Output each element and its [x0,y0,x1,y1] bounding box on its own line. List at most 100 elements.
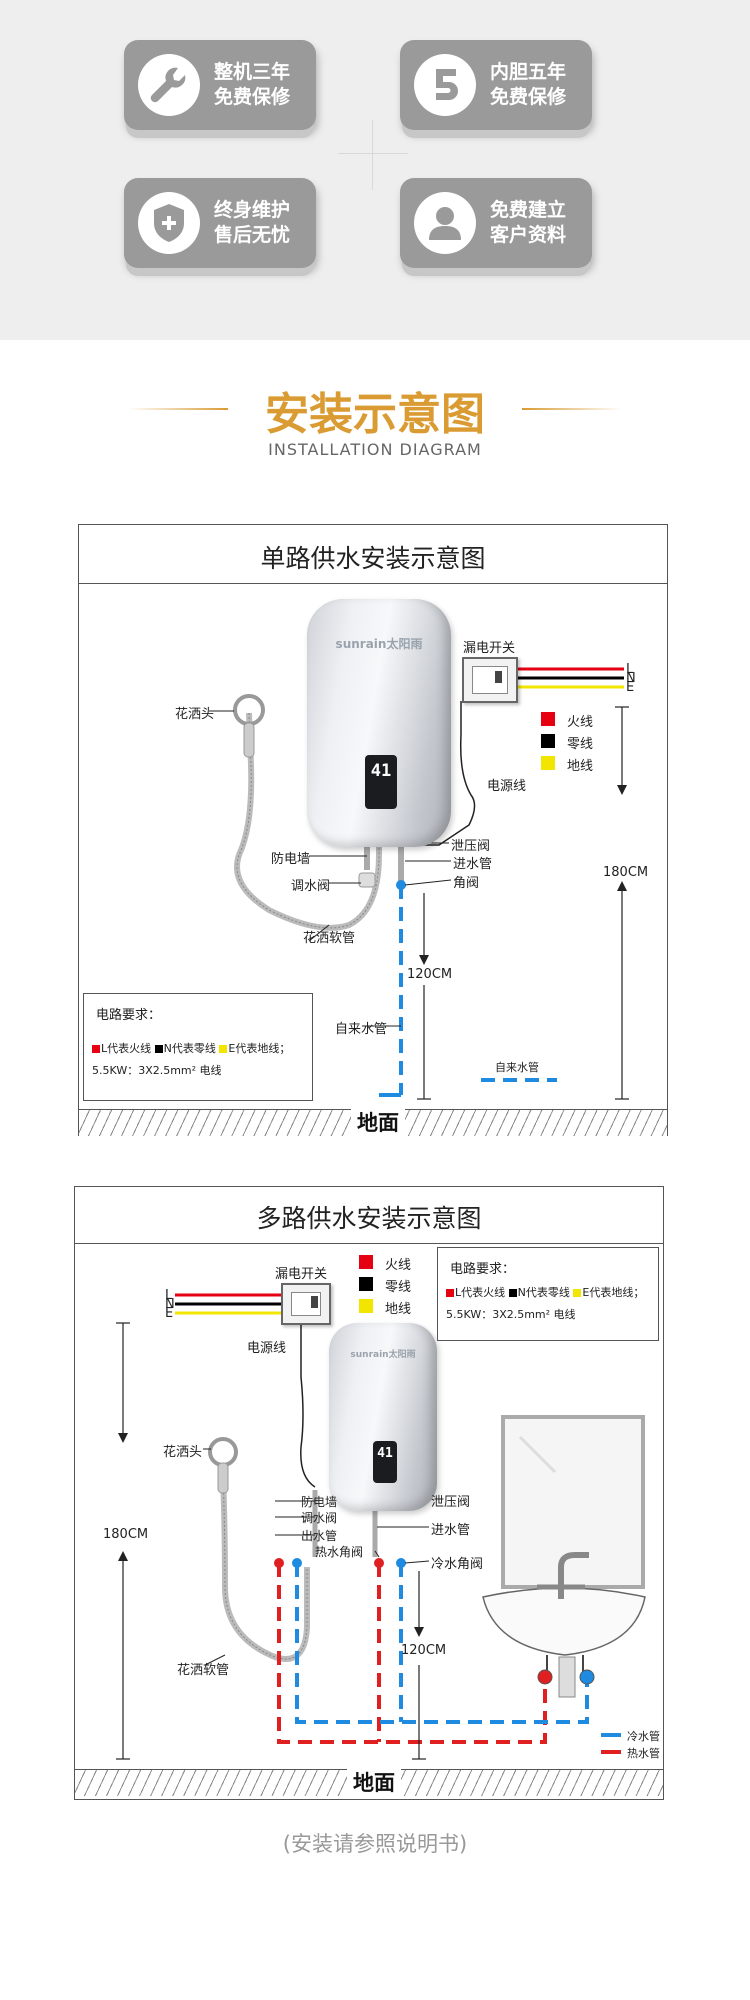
circuit-requirements: 电路要求： L代表火线 N代表零线 E代表地线； 5.5KW：3X2.5mm² … [83,993,313,1101]
label-inlet-pipe: 进水管 [453,857,493,872]
shield-plus-icon [138,192,200,254]
req-line-wires: L代表火线 N代表零线 E代表地线； [446,1284,644,1300]
req-line-spec: 5.5KW：3X2.5mm² 电线 [446,1308,576,1321]
req-e: E代表地线； [582,1286,645,1299]
title-divider [75,1243,663,1244]
label-outlet-pipe: 出水管 [301,1529,338,1543]
badge-maintenance: 终身维护售后无忧 [124,178,316,268]
req-line-spec: 5.5KW：3X2.5mm² 电线 [92,1064,222,1077]
legend-earth-swatch [359,1299,373,1313]
req-n: N代表零线 [163,1042,216,1055]
label-height-180: 180CM [603,865,649,880]
req-title: 电路要求： [96,1008,162,1023]
legend-neutral-label: 零线 [567,737,594,752]
wire-letter-n: N [165,1297,175,1312]
diagram1-lines [209,667,629,1100]
legend-earth-label: 地线 [567,759,594,774]
diagram-title: 单路供水安装示意图 [260,544,486,573]
label-inlet-pipe: 进水管 [431,1523,471,1538]
divider-cross-horizontal [338,153,408,154]
ground-label: 地面 [351,1107,405,1137]
legend-earth-swatch [541,756,555,770]
section-subtitle: INSTALLATION DIAGRAM [268,440,482,459]
badge-customer-records: 免费建立客户资料 [400,178,592,268]
diagram2-lines [116,1293,646,1760]
legend-fire-label: 火线 [567,715,594,730]
badge-warranty-machine: 整机三年免费保修 [124,40,316,130]
legend-neutral-label: 零线 [385,1280,412,1295]
service-band [0,0,750,340]
label-switch: 漏电开关 [463,641,516,656]
label-power-cord: 电源线 [487,779,527,794]
label-switch: 漏电开关 [275,1267,328,1282]
badge-line1: 终身维护 [214,199,291,221]
legend-neutral-swatch [359,1277,373,1291]
legend-tap-water: 自来水管 [495,1061,539,1074]
req-title: 电路要求： [450,1262,516,1277]
label-power-cord: 电源线 [247,1341,287,1356]
label-hose: 花洒软管 [303,931,356,946]
label-shower-head: 花洒头 [163,1445,203,1460]
display-value: 41 [377,1446,393,1461]
wire-letter-l: L [165,1288,173,1303]
section-title: 安装示意图 [265,389,485,440]
wire-letter-e: E [165,1306,174,1321]
title-rule-left [128,408,228,410]
label-height-120: 120CM [401,1643,447,1658]
install-note: (安装请参照说明书) [282,1832,468,1856]
legend-fire-swatch [359,1255,373,1269]
circuit-requirements: 电路要求： L代表火线 N代表零线 E代表地线； 5.5KW：3X2.5mm² … [437,1247,659,1341]
label-mixing-valve: 调水阀 [301,1511,338,1525]
badge-line1: 免费建立 [490,199,567,221]
diagram-multi-supply: 多路供水安装示意图 地面 [74,1186,664,1800]
legend-fire-swatch [541,712,555,726]
brand-logo: sunrain太阳雨 [335,637,423,651]
req-l: L代表火线 [101,1042,152,1055]
label-hose: 花洒软管 [177,1663,230,1678]
label-tap-water: 自来水管 [335,1022,388,1037]
label-height-120: 120CM [407,967,453,982]
label-mixing-valve: 调水阀 [291,879,331,894]
badge-line1: 整机三年 [214,61,291,83]
label-pressure-valve: 泄压阀 [431,1495,471,1510]
wire-letter-l: L [626,662,634,677]
heater-display: 41 [373,1441,397,1483]
badge-line2: 免费保修 [214,86,291,108]
display-value: 41 [370,761,392,781]
legend-hot-pipe: 热水管 [627,1747,660,1760]
label-pressure-valve: 泄压阀 [451,839,491,854]
badge-line2: 免费保修 [490,86,567,108]
number-5-icon [414,54,476,116]
legend-cold-pipe: 冷水管 [627,1730,660,1743]
diagram-title: 多路供水安装示意图 [256,1204,482,1233]
wire-letter-e: E [626,680,635,695]
water-heater: sunrain太阳雨 41 [307,599,451,847]
wrench-icon [138,54,200,116]
req-line-wires: L代表火线 N代表零线 E代表地线； [92,1040,290,1056]
badge-line2: 售后无忧 [214,224,291,246]
label-anti-shock: 防电墙 [271,852,311,867]
divider-cross-vertical [372,120,373,190]
leakage-switch [281,1283,331,1325]
water-heater: sunrain太阳雨 41 [329,1323,437,1511]
label-cold-angle-valve: 冷水角阀 [431,1557,484,1572]
label-shower-head: 花洒头 [175,707,215,722]
brand-logo: sunrain太阳雨 [350,1350,416,1360]
req-l: L代表火线 [455,1286,506,1299]
label-hot-angle-valve: 热水角阀 [315,1545,364,1559]
diagram-single-supply: 单路供水安装示意图 地面 [78,524,668,1137]
badge-warranty-tank: 内胆五年免费保修 [400,40,592,130]
leakage-switch [462,657,518,703]
legend-fire-label: 火线 [385,1258,412,1273]
label-anti-shock: 防电墙 [301,1495,338,1509]
req-n: N代表零线 [517,1286,570,1299]
heater-display: 41 [365,755,397,809]
label-height-180: 180CM [103,1527,149,1542]
title-divider [79,583,667,584]
badge-line1: 内胆五年 [490,61,567,83]
ground-label: 地面 [347,1767,401,1797]
wire-letter-n: N [626,671,636,686]
legend-neutral-swatch [541,734,555,748]
label-angle-valve: 角阀 [453,876,480,891]
legend-earth-label: 地线 [385,1302,412,1317]
